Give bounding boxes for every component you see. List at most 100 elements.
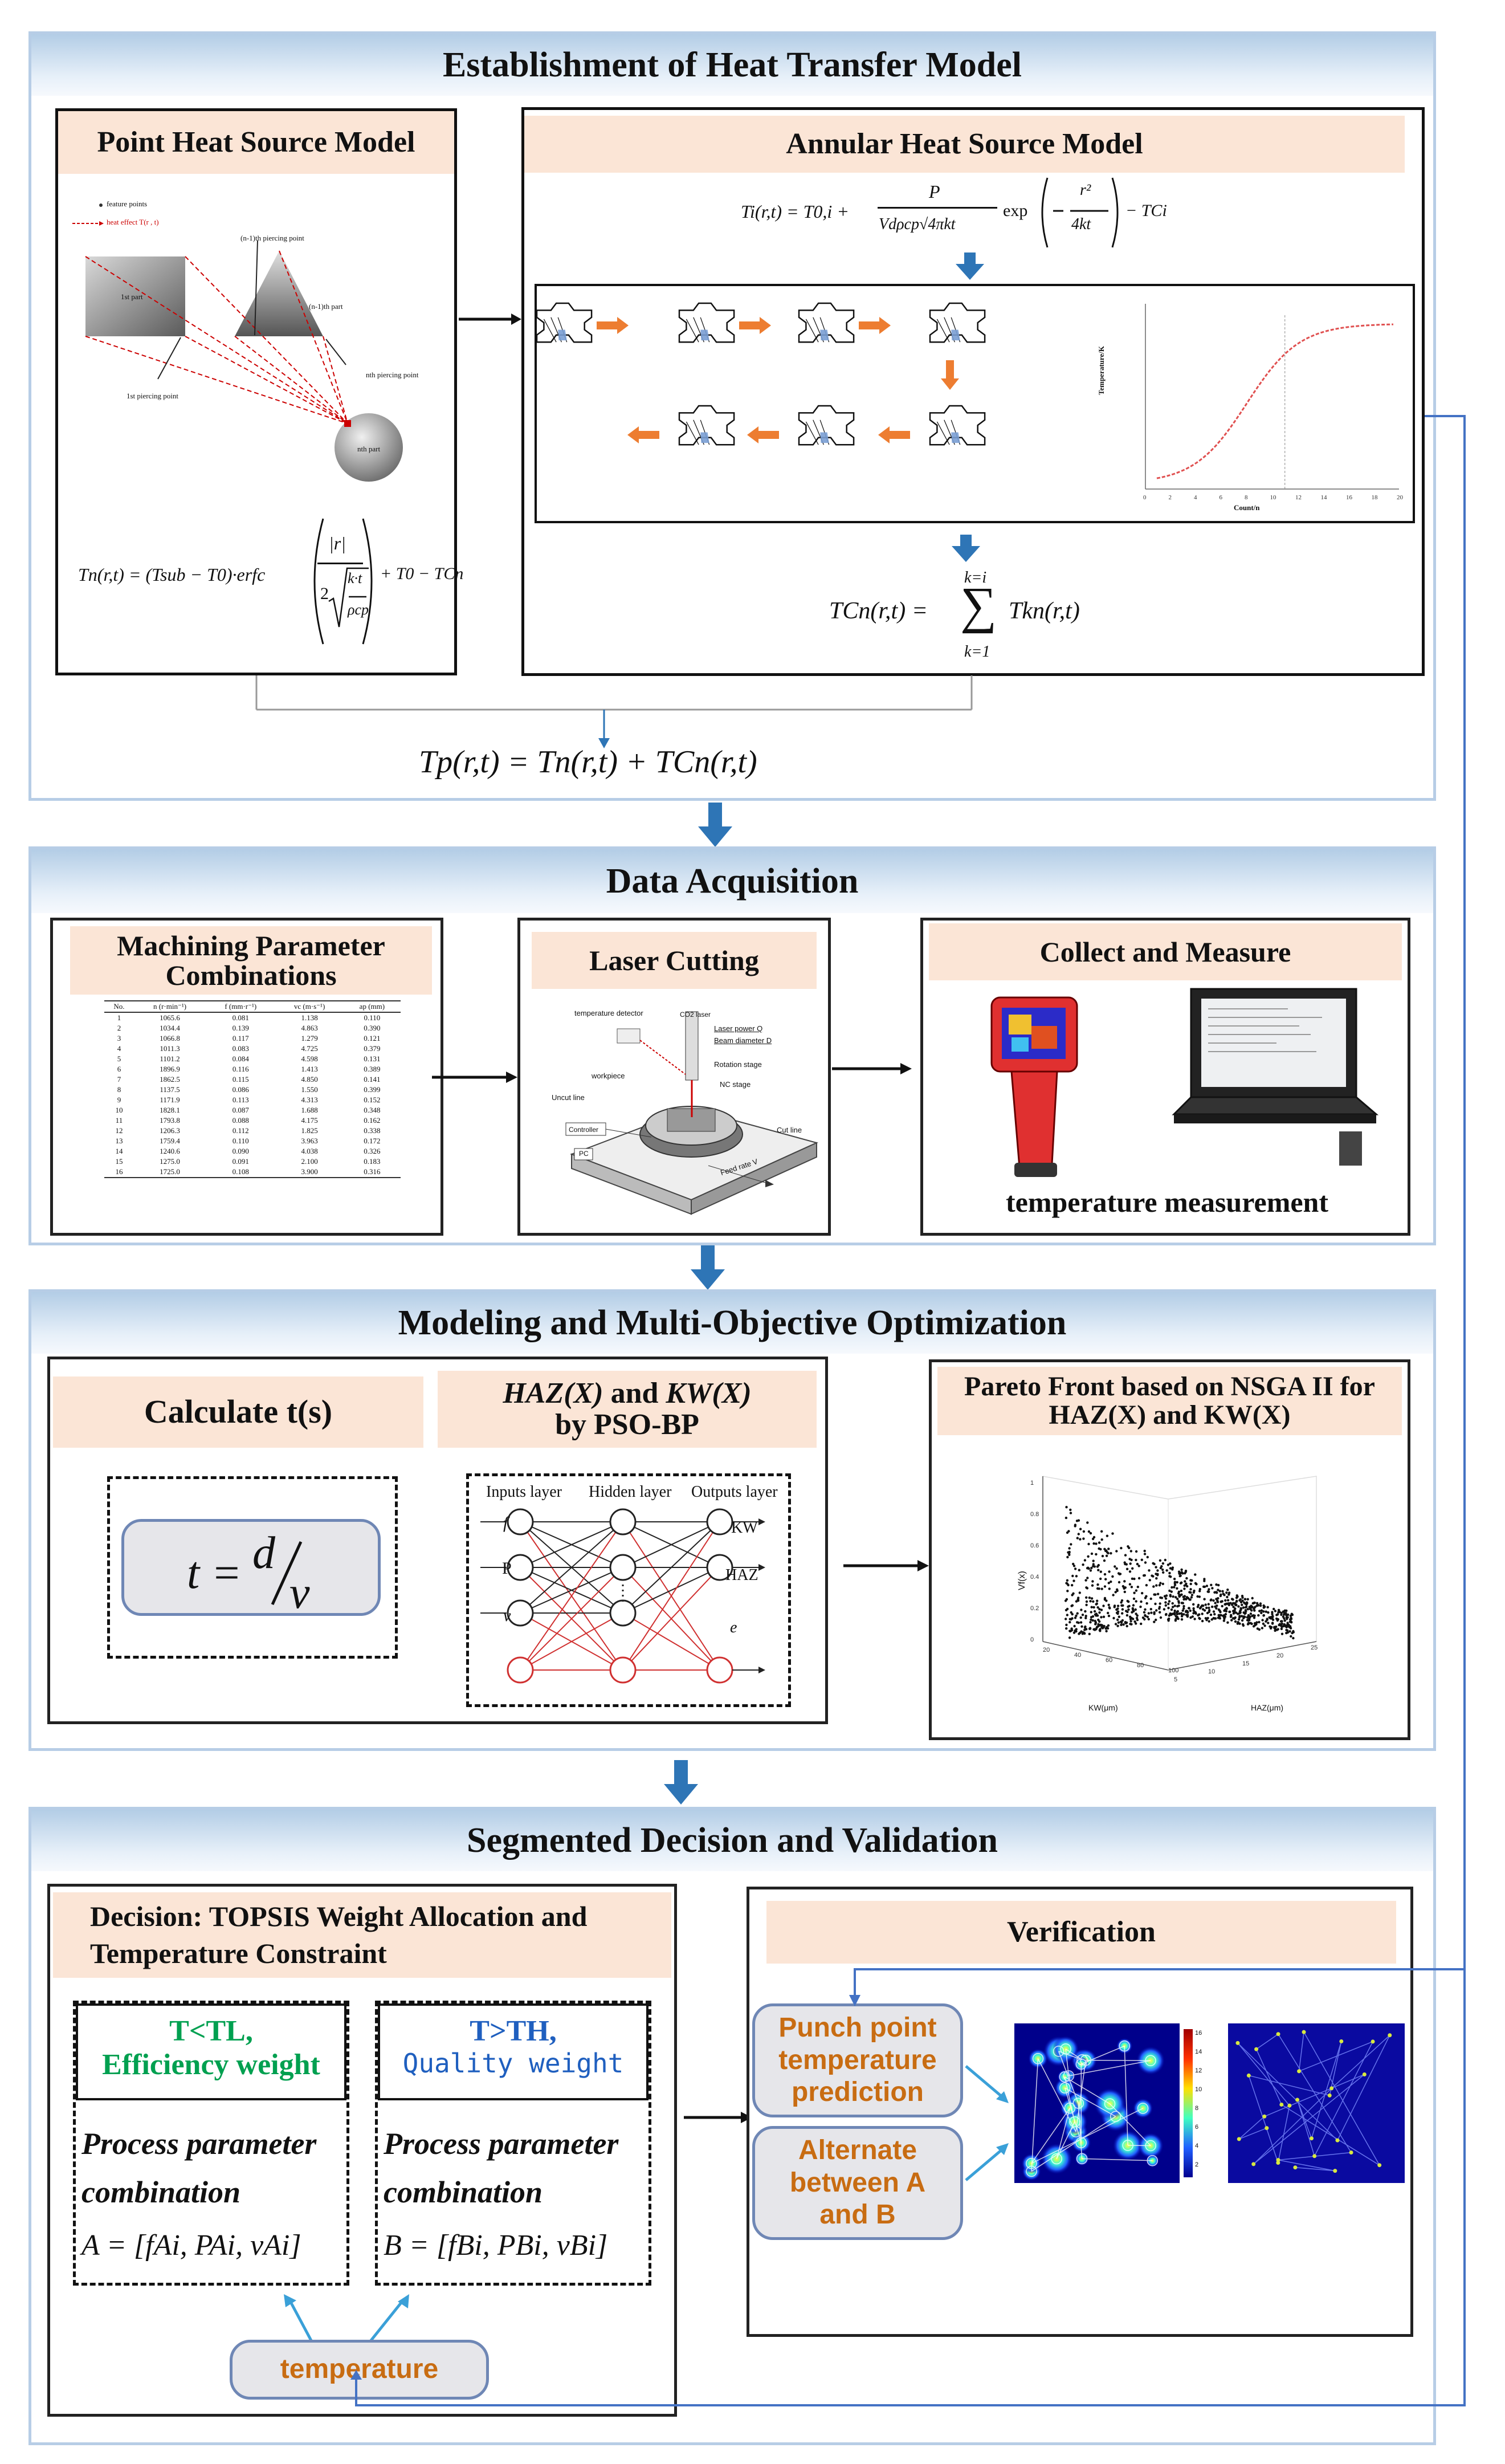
annular-part-shape [678,302,735,343]
colorbar-tick: 2 [1195,2161,1198,2168]
table-cell: 3 [117,1034,121,1042]
x-tick-label: 18 [1372,494,1378,501]
z-tick-label: 0 [1030,1636,1034,1643]
table-cell: 4 [117,1044,121,1053]
th-line2: Quality weight [402,2048,624,2079]
table-cell: 11 [115,1116,123,1125]
input-v-label: v [503,1606,511,1625]
panel-title: Collect and Measure [929,923,1402,980]
section-title: Data Acquisition [31,849,1433,913]
x-tick-label: 6 [1220,494,1223,501]
panel-title: Pareto Front based on NSGA II for HAZ(X)… [937,1367,1402,1435]
table-cell: 1862.5 [160,1075,180,1084]
nn-node [706,1656,733,1684]
table-cell: 0.131 [364,1054,381,1063]
temperature-pill: temperature [230,2340,489,2400]
section-title: Segmented Decision and Validation [31,1810,1433,1871]
machining-table-wrap: No.n (r·min⁻¹)f (mm·r⁻¹)vc (m·s⁻¹)ap (mm… [104,1000,401,1178]
table-cell: 0.091 [232,1157,249,1166]
nn-node [507,1599,534,1627]
table-cell: 1896.9 [160,1065,180,1073]
table-cell: 1034.4 [160,1024,180,1032]
time-formula-t: t = [187,1548,242,1598]
y-tick-label: 20 [1276,1652,1283,1659]
blue-arrow-small-2 [952,535,980,562]
verification-panel: Verification Punch point temperature pre… [747,1887,1413,2337]
table-cell: 0.379 [364,1044,381,1053]
colorbar-tick: 12 [1195,2067,1202,2074]
tl-proc-line1: Process parameter [81,2127,317,2161]
arrow-machining-to-laser [432,1072,517,1083]
time-formula-slash [271,1541,303,1606]
table-cell: 2.100 [301,1157,318,1166]
n1-piercing-label: (n-1)th piercing point [240,234,304,242]
table-header-cell: No. [104,1000,134,1013]
table-cell: 4.313 [301,1095,318,1104]
table-cell: 1793.8 [160,1116,180,1125]
colorbar-tick: 4 [1195,2143,1198,2149]
thermal-camera-icon [990,996,1078,1177]
annular-formula-tail: − TCi [1125,201,1167,220]
colorbar-tick: 10 [1195,2086,1202,2093]
tl-line1: T<TL, [169,2015,253,2047]
nc-stage-label: NC stage [720,1080,751,1089]
colorbar-tick: 16 [1195,2030,1202,2037]
pill-to-map-arrows [965,2065,1009,2181]
table-cell: 1275.0 [160,1157,180,1166]
measurement-caption: temperature measurement [1006,1186,1329,1218]
outputs-layer-label: Outputs layer [691,1483,778,1501]
table-cell: 0.183 [364,1157,381,1166]
alternate-ab-pill: Alternate between A and B [752,2126,963,2240]
uncut-line-label: Uncut line [552,1093,585,1102]
pso-title-haz: HAZ(X) [503,1376,603,1410]
annular-formula-lhs: Ti(r,t) = T0,i + [741,201,849,222]
table-cell: 1065.6 [160,1013,180,1022]
table-cell: 0.316 [343,1167,401,1178]
annular-part-shape [798,405,855,446]
table-cell: 2 [117,1024,121,1032]
annular-formula-num: P [929,181,940,202]
table-cell: 0.086 [232,1085,249,1094]
z-tick-label: 0.8 [1030,1511,1039,1518]
input-p-label: P [502,1559,512,1578]
table-cell: 1 [117,1013,121,1022]
laptop-icon [1172,988,1379,1166]
table-cell: 7 [117,1075,121,1084]
inputs-layer-label: Inputs layer [486,1483,562,1501]
point-formula-den-rho: ρcp [348,601,369,618]
point-formula-rhs: + T0 − TCn [380,564,464,583]
arrow-nn-to-pareto [843,1560,929,1571]
point-formula-bar [317,563,363,564]
tl-line2: Efficiency weight [102,2048,320,2081]
panel-title: Verification [766,1901,1396,1964]
table-cell: 1171.9 [160,1095,180,1104]
table-cell: 1011.3 [160,1044,180,1053]
annular-part-shape [678,405,735,446]
pso-title-kw: KW(X) [666,1376,752,1410]
z-tick-label: 0.6 [1030,1542,1039,1549]
x-tick-label: 100 [1168,1667,1178,1674]
table-header-cell: n (r·min⁻¹) [133,1000,206,1013]
sum-formula-lhs: TCn(r,t) = [829,598,928,624]
x-tick-label: 2 [1169,494,1172,501]
time-formula-d: d [252,1528,275,1578]
table-cell: 0.389 [364,1065,381,1073]
punch-point-pill: Punch point temperature prediction [752,2003,963,2117]
output-e-label: e [730,1619,737,1636]
x-tick-label: 14 [1321,494,1328,501]
legend [72,203,104,226]
input-f-label: f [503,1513,508,1532]
panel-title: Point Heat Source Model [58,111,454,174]
table-cell: 1725.0 [133,1167,206,1178]
collect-measure-panel: Collect and Measure temperature measurem… [920,918,1410,1236]
annular-formula-den: Vdρcp√4πkt [879,215,956,233]
x-tick-label: 20 [1043,1647,1050,1653]
